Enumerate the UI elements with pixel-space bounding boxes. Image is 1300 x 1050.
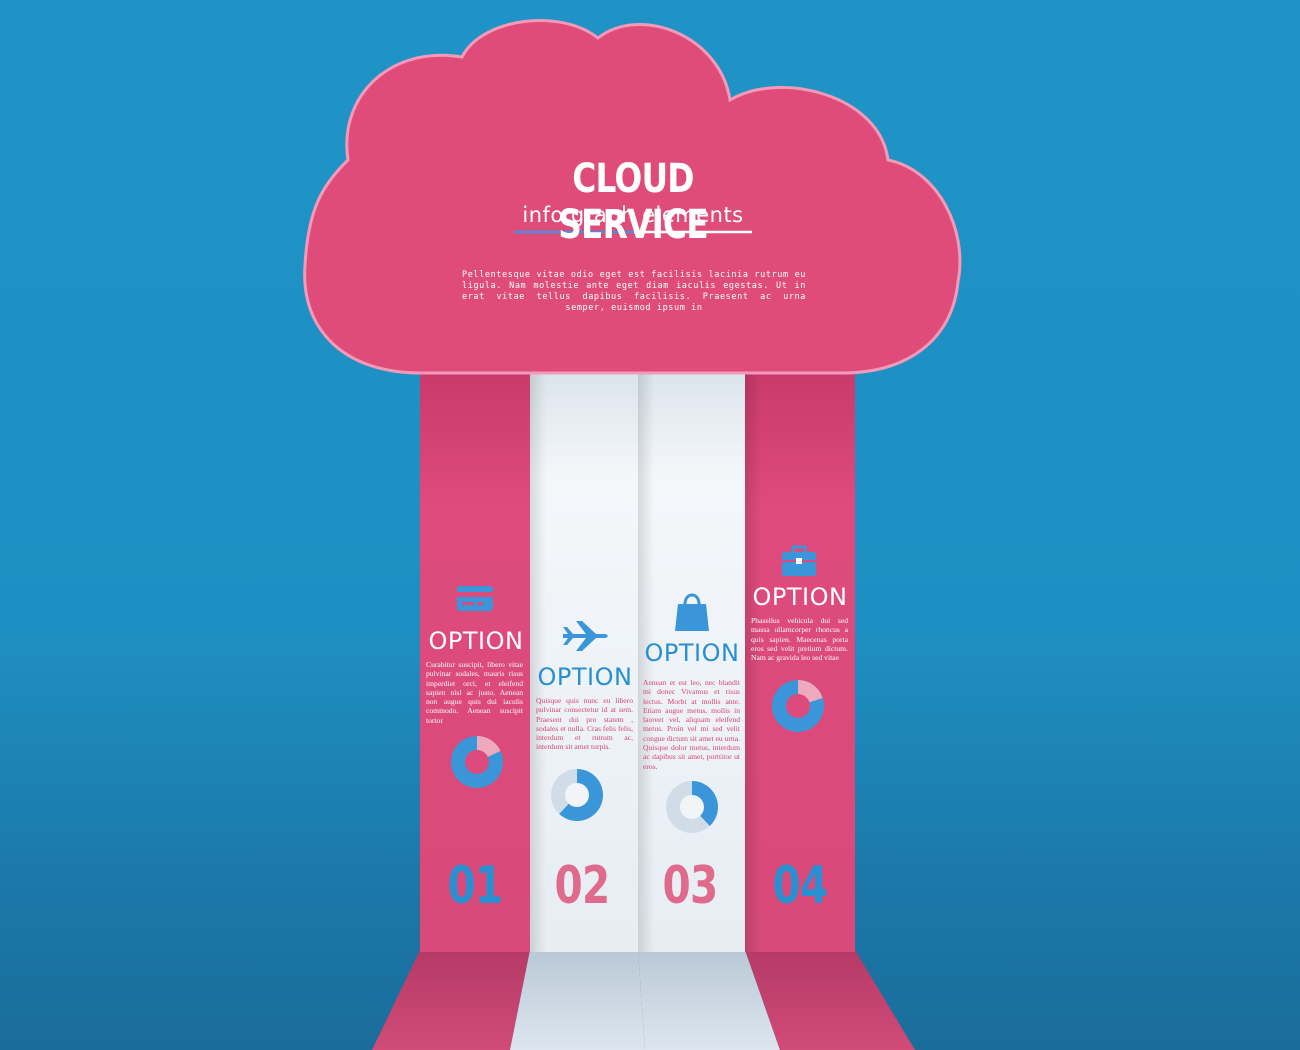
donut-charts [451,680,824,833]
floor-strip-3 [638,950,780,1050]
strips [420,360,855,952]
airplane-icon [563,621,608,651]
strip-1 [420,360,530,952]
donut-1-hole [465,750,489,774]
option-4-title: OPTION [752,583,848,611]
donut-2-hole [565,783,589,807]
option-1-body: Curabitur suscipit, libero vitae pulvina… [426,660,523,725]
page-title: CLOUD SERVICE [558,156,708,248]
option-3-body: Aenean et est leo, nec blandit mi donec … [643,678,741,771]
intro-paragraph: Pellentesque vitae odio eget est facilis… [462,270,806,313]
floor-strips [372,950,915,1050]
option-1-title: OPTION [428,627,524,655]
donut-3-segment [692,781,718,826]
shopping-bag-icon [675,593,709,631]
page-subtitle: info graph elements [522,203,744,227]
floor-strip-2 [510,950,645,1050]
option-4-number: 04 [772,856,829,916]
option-4-body: Phasellus vehicula dui sed massa ullamco… [751,616,848,663]
option-3-title: OPTION [644,639,740,667]
briefcase-icon [782,545,816,576]
option-2-title: OPTION [537,663,633,691]
donut-3-hole [680,795,704,819]
option-3-number: 03 [662,856,719,916]
floor-strip-4 [745,950,915,1050]
credit-card-icon [457,586,493,611]
floor-strip-1 [372,950,530,1050]
cloud-shape [303,19,962,375]
donut-4-hole [786,694,810,718]
option-2-number: 02 [554,856,611,916]
option-2-body: Quisque quis nunc eu libero pulvinar con… [536,696,633,752]
option-1-number: 01 [447,856,504,916]
